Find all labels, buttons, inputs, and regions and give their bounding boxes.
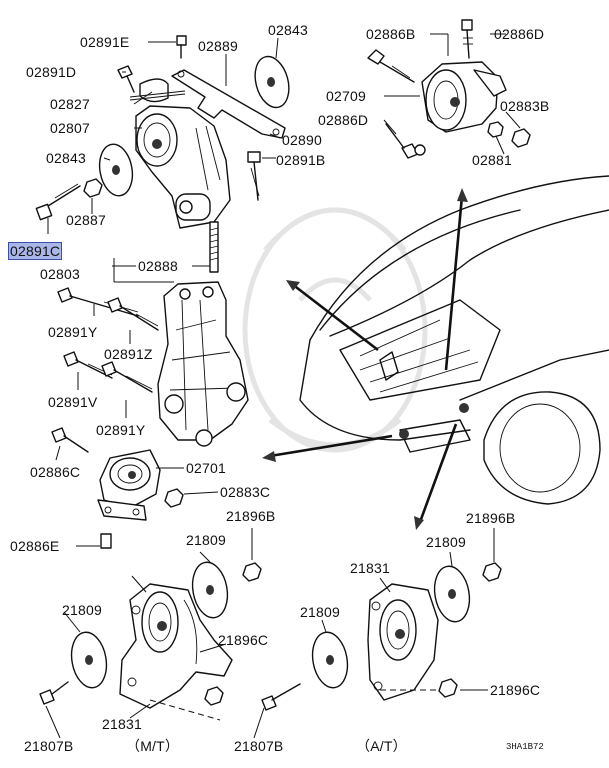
part-label-21809-mt-upper[interactable]: 21809 (186, 532, 226, 548)
transmission-mount-assembly (367, 19, 531, 159)
engine-mount-bracket (51, 281, 249, 549)
part-label-02891Y-lower[interactable]: 02891Y (96, 422, 146, 438)
part-label-02891E[interactable]: 02891E (80, 34, 130, 50)
part-label-02886E[interactable]: 02886E (10, 538, 60, 554)
part-label-21896B-left[interactable]: 21896B (226, 508, 276, 524)
location-arrows (262, 188, 468, 530)
part-label-21809-at-lower[interactable]: 21809 (300, 604, 340, 620)
leader-lines (45, 33, 521, 739)
part-label-21896C-at[interactable]: 21896C (490, 682, 541, 698)
upper-mount-assembly (35, 35, 290, 273)
part-label-02886D-top[interactable]: 02886D (494, 26, 545, 42)
part-label-21896C-mt[interactable]: 21896C (218, 632, 269, 648)
part-label-21809-at-upper[interactable]: 21809 (426, 534, 466, 550)
part-label-02883B[interactable]: 02883B (500, 98, 550, 114)
part-label-02889[interactable]: 02889 (198, 38, 238, 54)
part-label-02843-left[interactable]: 02843 (46, 150, 86, 166)
variant-caption-automatic: （A/T） (356, 738, 407, 754)
part-label-02843-top[interactable]: 02843 (268, 22, 308, 38)
part-label-02709[interactable]: 02709 (326, 88, 366, 104)
part-label-02891C-highlighted[interactable]: 02891C (8, 242, 63, 260)
part-label-02886C[interactable]: 02886C (30, 464, 81, 480)
part-label-21831-at[interactable]: 21831 (350, 560, 390, 576)
part-label-02803[interactable]: 02803 (40, 266, 80, 282)
part-label-02886B[interactable]: 02886B (366, 26, 416, 42)
part-label-02891B[interactable]: 02891B (276, 152, 326, 168)
part-label-02887[interactable]: 02887 (66, 212, 106, 228)
at-mount-assembly (261, 562, 502, 711)
part-label-21807B-mt[interactable]: 21807B (24, 738, 74, 754)
mt-mount-assembly (39, 561, 262, 721)
part-label-02807[interactable]: 02807 (50, 120, 90, 136)
part-label-02883C[interactable]: 02883C (220, 484, 271, 500)
variant-caption-manual: （M/T） (126, 738, 180, 754)
part-label-02891Y-upper[interactable]: 02891Y (48, 324, 98, 340)
part-label-02701[interactable]: 02701 (186, 460, 226, 476)
part-label-02891V[interactable]: 02891V (48, 394, 98, 410)
part-label-02890[interactable]: 02890 (282, 132, 322, 148)
figure-code: 3HA1B72 (506, 742, 544, 752)
watermark-emblem (242, 207, 428, 453)
part-label-21809-mt-lower[interactable]: 21809 (62, 602, 102, 618)
part-label-21896B-right[interactable]: 21896B (466, 510, 516, 526)
vehicle-engine-bay-outline (299, 175, 609, 505)
part-label-02827[interactable]: 02827 (50, 96, 90, 112)
part-label-02891Z[interactable]: 02891Z (104, 346, 153, 362)
part-label-21807B-at[interactable]: 21807B (234, 738, 284, 754)
part-label-02891D[interactable]: 02891D (26, 64, 77, 80)
part-label-02881[interactable]: 02881 (472, 152, 512, 168)
part-label-21831-mt[interactable]: 21831 (102, 716, 142, 732)
part-label-02888[interactable]: 02888 (138, 258, 178, 274)
part-label-02886D-lower[interactable]: 02886D (318, 112, 369, 128)
